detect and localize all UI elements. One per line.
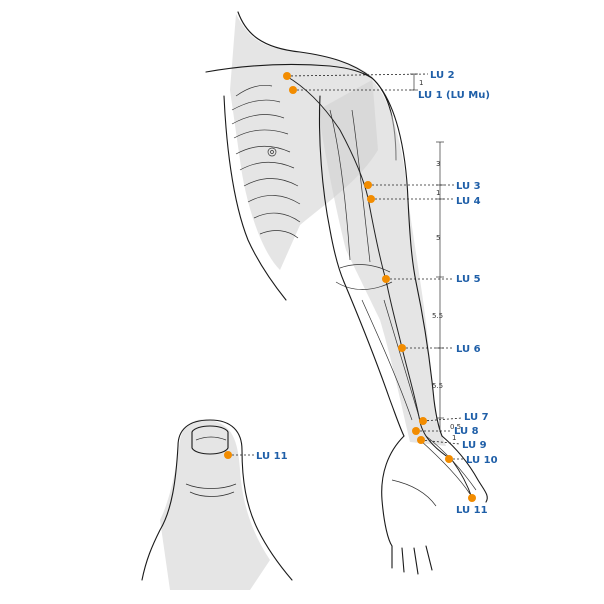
point-lu5	[382, 275, 390, 283]
scale-upper-gap: 1	[436, 189, 440, 197]
arm-illustration	[318, 77, 488, 575]
label-lu8: LU 8	[454, 426, 479, 437]
label-lu6: LU 6	[456, 344, 481, 355]
point-labels: LU 2 LU 1 (LU Mu) LU 3 LU 4 LU 5 LU 6 LU…	[256, 70, 498, 516]
point-lu6	[398, 344, 406, 352]
point-lu11-thumb	[224, 451, 232, 459]
label-lu10: LU 10	[466, 455, 498, 466]
scale-wrist-b: 1	[452, 434, 456, 442]
point-lu4	[367, 195, 375, 203]
point-lu11	[468, 494, 476, 502]
label-lu11-thumb: LU 11	[256, 451, 288, 462]
point-lu1	[289, 86, 297, 94]
label-lu7: LU 7	[464, 412, 489, 423]
label-lu5: LU 5	[456, 274, 481, 285]
point-lu2	[283, 72, 291, 80]
point-lu3	[364, 181, 372, 189]
scale-wrist-a: 0.5	[450, 423, 461, 431]
scale-upper-top: 3	[436, 160, 440, 168]
scale-forearm-lower: 5.5	[432, 382, 443, 390]
point-lu7	[419, 417, 427, 425]
scale-shoulder: 1	[419, 79, 423, 87]
scale-forearm-upper: 5.5	[432, 312, 443, 320]
thumb-inset-illustration	[141, 419, 293, 590]
point-lu9	[417, 436, 425, 444]
scale-upper-main: 5	[436, 234, 440, 242]
label-lu9: LU 9	[462, 440, 487, 451]
label-lu2: LU 2	[430, 70, 455, 81]
label-lu3: LU 3	[456, 181, 481, 192]
label-lu1: LU 1 (LU Mu)	[418, 90, 490, 101]
point-lu8	[412, 427, 420, 435]
point-lu10	[445, 455, 453, 463]
label-lu11: LU 11	[456, 505, 488, 516]
leader-lines	[228, 73, 464, 460]
acupuncture-points	[224, 72, 476, 502]
label-lu4: LU 4	[456, 196, 481, 207]
lung-meridian-path	[285, 75, 473, 499]
